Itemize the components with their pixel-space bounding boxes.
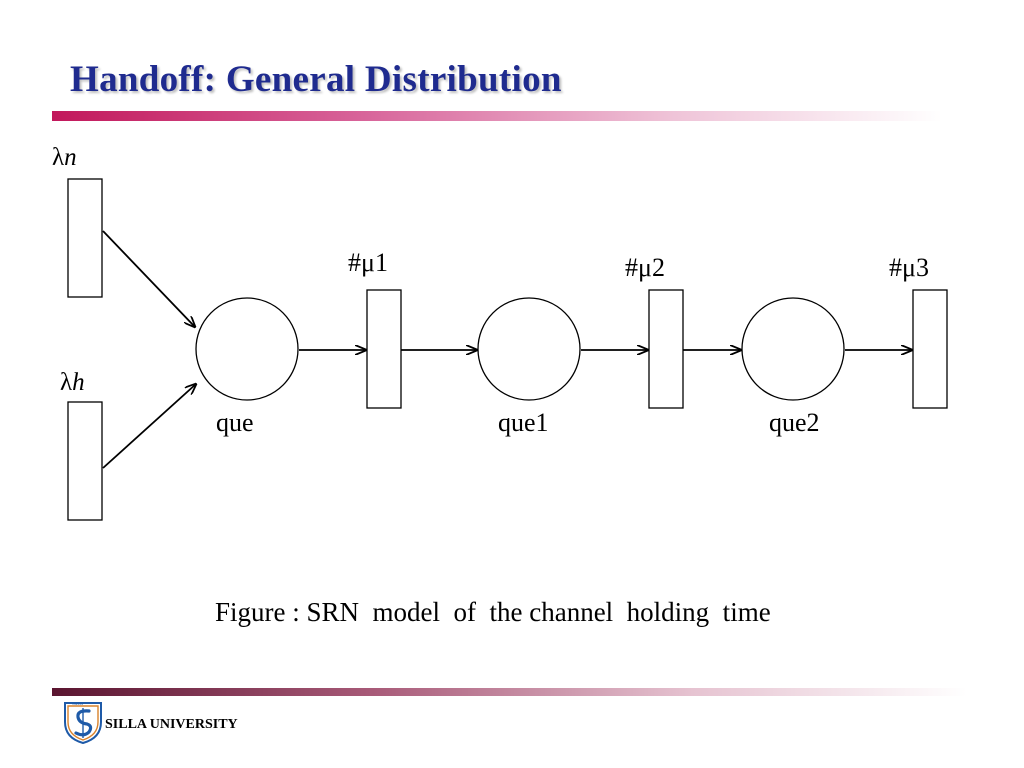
- source-transition-lambda-h: [67, 401, 103, 521]
- transition-label-mu2: #μ2: [625, 253, 665, 282]
- transition-mu1: [366, 289, 402, 409]
- lambda-n-symbol: λ: [52, 144, 64, 171]
- figure-caption: Figure : SRN model of the channel holdin…: [215, 597, 771, 627]
- transition-label-mu1: #μ1: [348, 248, 388, 277]
- university-name: SILLA UNIVERSITY: [105, 717, 238, 732]
- transition-label-mu3: #μ3: [889, 253, 929, 282]
- place-que1: [477, 297, 581, 401]
- arc-lambda-n-to-que: [102, 230, 195, 327]
- lambda-n-var: n: [64, 144, 77, 171]
- logo-text: SILLA: [72, 701, 83, 706]
- university-logo: SILLA: [64, 701, 102, 744]
- place-que2: [741, 297, 845, 401]
- slide-title: Handoff: General Distribution: [70, 59, 562, 100]
- title-divider: [52, 111, 942, 121]
- place-label-que1: que1: [498, 408, 549, 437]
- place-label-que: que: [216, 408, 254, 437]
- place-label-que2: que2: [769, 408, 820, 437]
- lambda-h-label: λh: [60, 369, 85, 396]
- place-que: [195, 297, 299, 401]
- source-transition-lambda-n: [67, 178, 103, 298]
- transition-mu3: [912, 289, 948, 409]
- lambda-h-var: h: [72, 369, 85, 396]
- lambda-h-symbol: λ: [60, 369, 72, 396]
- lambda-n-label: λn: [52, 144, 77, 171]
- transition-mu2: [648, 289, 684, 409]
- arc-lambda-h-to-que: [102, 384, 196, 469]
- footer-divider: [52, 688, 967, 696]
